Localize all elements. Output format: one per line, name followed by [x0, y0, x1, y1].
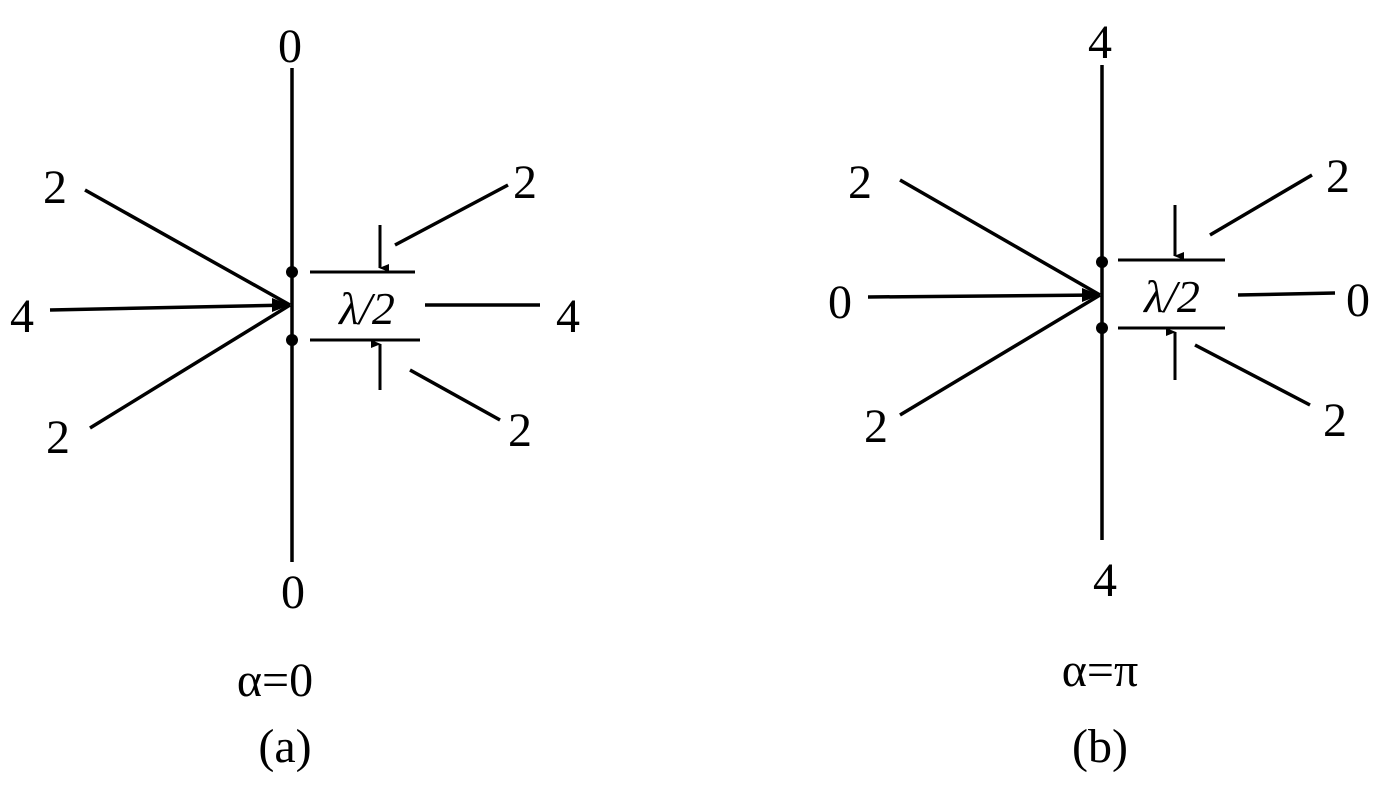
label-top: 0 — [278, 20, 302, 73]
spacing-label: λ/2 — [1142, 271, 1200, 322]
label-left-middle: 0 — [828, 276, 852, 329]
label-left-lower: 2 — [46, 411, 70, 464]
arrow-head — [272, 298, 290, 312]
label-right-middle: 4 — [556, 290, 580, 343]
label-top: 4 — [1088, 16, 1112, 69]
panel-b: 4 4 2 0 2 2 0 2 λ/2 α=π (b) — [828, 16, 1370, 773]
label-left-middle: 4 — [10, 290, 34, 343]
label-right-lower: 2 — [508, 404, 532, 457]
element-dot — [286, 266, 298, 278]
element-dot — [1096, 322, 1108, 334]
label-bottom: 4 — [1093, 554, 1117, 607]
arrow-head — [1082, 288, 1100, 302]
condition-label: α=0 — [237, 654, 313, 707]
label-left-upper: 2 — [848, 156, 872, 209]
direction-line — [394, 183, 509, 247]
condition-label: α=π — [1062, 644, 1138, 697]
direction-line — [89, 303, 291, 430]
panel-a: 0 0 2 4 2 2 4 2 λ/2 α=0 (a) — [10, 20, 580, 773]
label-left-upper: 2 — [43, 161, 67, 214]
spacing-label: λ/2 — [337, 283, 395, 334]
label-right-upper: 2 — [513, 156, 537, 209]
direction-line — [49, 303, 291, 312]
element-dot — [1096, 256, 1108, 268]
direction-line — [867, 293, 1101, 299]
label-left-lower: 2 — [864, 400, 888, 453]
direction-line — [1209, 173, 1313, 237]
element-dot — [286, 334, 298, 346]
direction-line — [899, 178, 1101, 297]
direction-line — [84, 188, 291, 307]
label-bottom: 0 — [281, 566, 305, 619]
direction-line — [409, 368, 501, 422]
caption: (b) — [1072, 720, 1128, 773]
direction-line — [899, 293, 1101, 417]
direction-line — [1237, 291, 1336, 297]
label-right-lower: 2 — [1323, 394, 1347, 447]
direction-line — [1194, 343, 1311, 407]
caption: (a) — [258, 720, 311, 773]
label-right-upper: 2 — [1326, 150, 1350, 203]
label-right-middle: 0 — [1346, 274, 1370, 327]
